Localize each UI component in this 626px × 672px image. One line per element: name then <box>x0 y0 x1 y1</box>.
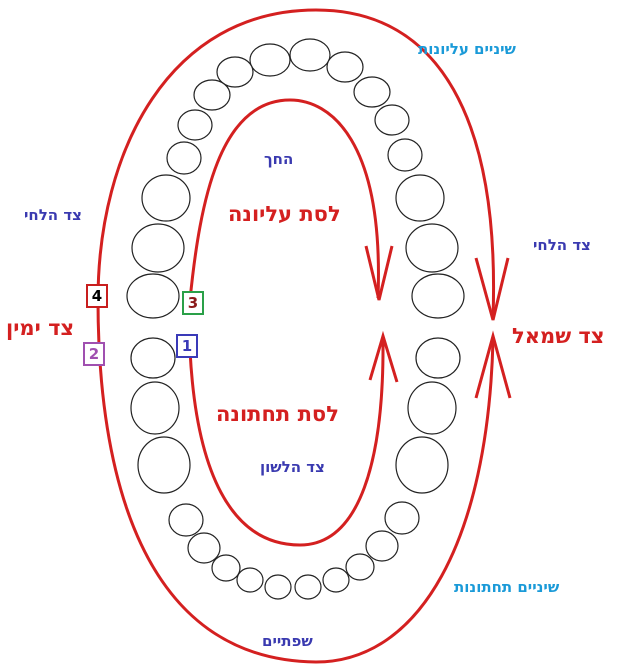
tooth <box>346 554 374 580</box>
inner-arrow-upper <box>190 100 378 300</box>
cheek-side-label-right-side: צד הלחי <box>24 206 82 224</box>
tooth <box>127 274 179 318</box>
quadrant-1-badge: 1 <box>176 334 198 358</box>
tooth <box>416 338 460 378</box>
tooth <box>131 338 175 378</box>
tooth <box>375 105 409 135</box>
tooth <box>167 142 201 174</box>
tooth <box>194 80 230 110</box>
tooth <box>131 382 179 434</box>
quadrant-4-badge: 4 <box>86 284 108 308</box>
tooth <box>132 224 184 272</box>
tooth <box>265 575 291 599</box>
palate-label: החך <box>264 150 293 168</box>
tooth <box>323 568 349 592</box>
tooth <box>385 502 419 534</box>
outer-arrow-loop <box>98 10 494 662</box>
tooth <box>396 437 448 493</box>
tooth <box>396 175 444 221</box>
tooth <box>412 274 464 318</box>
tooth <box>354 77 390 107</box>
inner-arrow-lower <box>190 340 383 545</box>
tooth <box>188 533 220 563</box>
tooth <box>290 39 330 71</box>
lower-teeth-label: שיניים תחתונות <box>454 578 559 596</box>
tooth <box>366 531 398 561</box>
tooth <box>138 437 190 493</box>
tooth <box>295 575 321 599</box>
tongue-side-label: צד הלשון <box>260 458 325 476</box>
lower-plate-label: לסת תחתונה <box>216 402 339 426</box>
tooth <box>169 504 203 536</box>
left-side-label: צד שמאל <box>512 324 604 348</box>
tooth <box>212 555 240 581</box>
upper-teeth <box>127 39 464 318</box>
tooth <box>178 110 212 140</box>
quadrant-2-badge: 2 <box>83 342 105 366</box>
tooth <box>142 175 190 221</box>
tooth <box>408 382 456 434</box>
quadrant-3-badge: 3 <box>182 291 204 315</box>
upper-plate-label: לסת עליונה <box>228 202 341 226</box>
tooth <box>388 139 422 171</box>
tooth <box>327 52 363 82</box>
tooth <box>250 44 290 76</box>
upper-teeth-label: שיניים עליונות <box>418 40 516 58</box>
cheek-side-label-left-side: צד הלחי <box>533 236 591 254</box>
tooth <box>406 224 458 272</box>
right-side-label: צד ימין <box>6 316 74 340</box>
lips-label: שפתיים <box>262 632 313 650</box>
tooth <box>237 568 263 592</box>
